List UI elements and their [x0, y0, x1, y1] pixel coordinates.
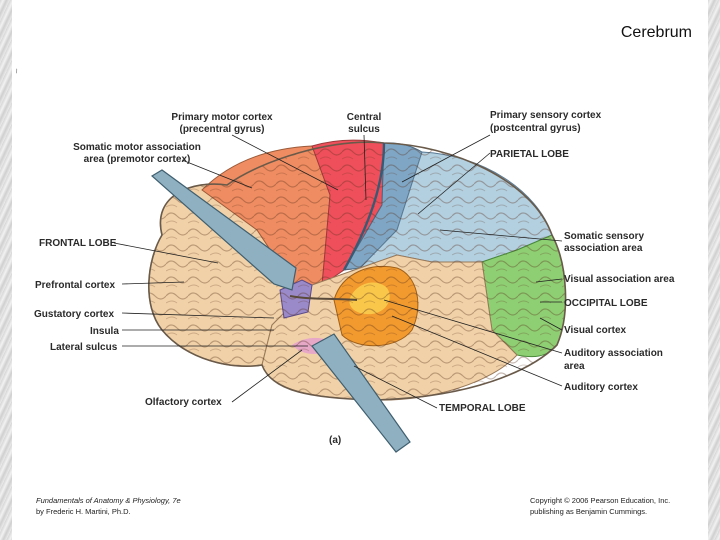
- label-primary-sensory: Primary sensory cortex: [490, 110, 602, 121]
- brain-diagram: Primary motor cortex (precentral gyrus) …: [34, 110, 675, 453]
- label-visual-association: Visual association area: [564, 274, 675, 285]
- label-temporal-lobe: TEMPORAL LOBE: [439, 403, 526, 414]
- label-primary-sensory-sub: (postcentral gyrus): [490, 123, 581, 134]
- central-sulcus-line: [342, 142, 386, 271]
- footer-copyright: Copyright © 2006 Pearson Education, Inc.…: [530, 495, 670, 517]
- footer-book-title: Fundamentals of Anatomy & Physiology,: [36, 496, 171, 505]
- retractor-upper: [150, 169, 297, 291]
- label-somatic-sensory: Somatic sensory: [564, 231, 644, 242]
- footer-book-line: Fundamentals of Anatomy & Physiology, 7e: [36, 495, 181, 506]
- label-parietal-lobe: PARIETAL LOBE: [490, 149, 569, 160]
- footer-edition: 7e: [170, 496, 181, 505]
- label-auditory-association: Auditory association: [564, 348, 663, 359]
- footer-author: by Frederic H. Martini, Ph.D.: [36, 507, 131, 516]
- gyri-texture: [148, 141, 567, 401]
- labels: Primary motor cortex (precentral gyrus) …: [34, 110, 675, 446]
- slide-title: Cerebrum: [620, 24, 692, 41]
- leader-lines: [113, 134, 563, 409]
- label-lateral-sulcus: Lateral sulcus: [50, 342, 118, 353]
- slide-border-left: [0, 0, 12, 540]
- label-insula: Insula: [90, 326, 119, 337]
- label-prefrontal: Prefrontal cortex: [35, 280, 115, 291]
- lateral-sulcus-line: [289, 295, 358, 301]
- label-auditory-cortex: Auditory cortex: [564, 382, 638, 393]
- slide-border-right: [708, 0, 720, 540]
- label-central-sulcus-sub: sulcus: [348, 124, 380, 135]
- label-primary-motor: Primary motor cortex: [171, 112, 273, 123]
- brain-illustration: [148, 139, 567, 453]
- slide: Cerebrum ~: [12, 0, 708, 540]
- label-olfactory: Olfactory cortex: [145, 397, 222, 408]
- panel-label: (a): [329, 435, 341, 446]
- label-gustatory: Gustatory cortex: [34, 309, 114, 320]
- label-frontal-lobe: FRONTAL LOBE: [39, 238, 117, 249]
- footer-citation: Fundamentals of Anatomy & Physiology, 7e…: [36, 495, 181, 517]
- label-visual-cortex: Visual cortex: [564, 325, 627, 336]
- label-primary-motor-sub: (precentral gyrus): [179, 124, 264, 135]
- label-somatic-sensory-sub: association area: [564, 243, 643, 254]
- label-somatic-motor: Somatic motor association: [73, 142, 201, 153]
- label-somatic-motor-sub: area (premotor cortex): [84, 154, 191, 165]
- footer-copyright-line: Copyright © 2006 Pearson Education, Inc.: [530, 496, 671, 505]
- retractor-lower: [311, 333, 411, 453]
- label-auditory-association-sub: area: [564, 361, 585, 372]
- label-occipital-lobe: OCCIPITAL LOBE: [564, 298, 648, 309]
- footer-publisher: publishing as Benjamin Cummings.: [530, 507, 648, 516]
- label-central-sulcus: Central: [347, 112, 382, 123]
